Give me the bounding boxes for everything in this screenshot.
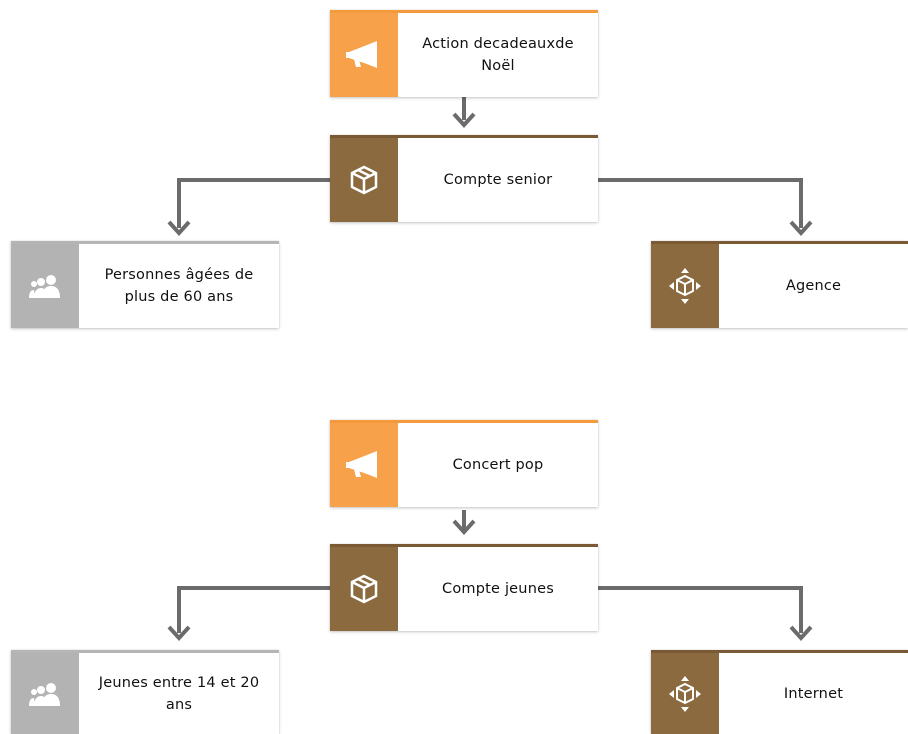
package-icon <box>330 547 398 631</box>
package-icon <box>330 138 398 222</box>
arrowhead-5 <box>167 625 191 641</box>
node-action-noel[interactable]: Action decadeauxde Noël <box>330 10 598 97</box>
node-label: Agence <box>785 278 842 294</box>
arrowhead-6 <box>789 625 813 641</box>
connector-senior-to-agence <box>598 178 803 228</box>
node-jeunes[interactable]: Jeunes entre 14 et 20 ans <box>11 650 279 734</box>
people-icon <box>11 244 79 328</box>
node-label: Concert pop <box>452 457 544 473</box>
node-label: Compte senior <box>443 172 553 188</box>
node-personnes-agees[interactable]: Personnes âgées de plus de 60 ans <box>11 241 279 328</box>
megaphone-icon <box>330 13 398 97</box>
people-icon <box>11 653 79 734</box>
node-compte-jeunes[interactable]: Compte jeunes <box>330 544 598 631</box>
node-label: Personnes âgées de plus de 60 ans <box>104 267 254 305</box>
channel-icon <box>651 244 719 328</box>
node-label: Action decadeauxde Noël <box>422 36 574 74</box>
arrowhead-4 <box>452 519 476 535</box>
node-label: Internet <box>783 685 844 702</box>
node-concert-pop[interactable]: Concert pop <box>330 420 598 507</box>
arrowhead-1 <box>452 112 476 128</box>
node-label: Compte jeunes <box>442 581 554 597</box>
node-compte-senior[interactable]: Compte senior <box>330 135 598 222</box>
channel-icon <box>651 653 719 734</box>
connector-senior-to-personnes <box>177 178 330 228</box>
node-label: Jeunes entre 14 et 20 ans <box>98 674 260 713</box>
connector-jeunes-to-internet <box>598 586 803 633</box>
arrowhead-2 <box>167 220 191 236</box>
connector-jeunes-to-jeunesgroup <box>177 586 330 633</box>
node-agence[interactable]: Agence <box>651 241 908 328</box>
arrowhead-3 <box>789 220 813 236</box>
megaphone-icon <box>330 423 398 507</box>
node-internet[interactable]: Internet <box>651 650 908 734</box>
